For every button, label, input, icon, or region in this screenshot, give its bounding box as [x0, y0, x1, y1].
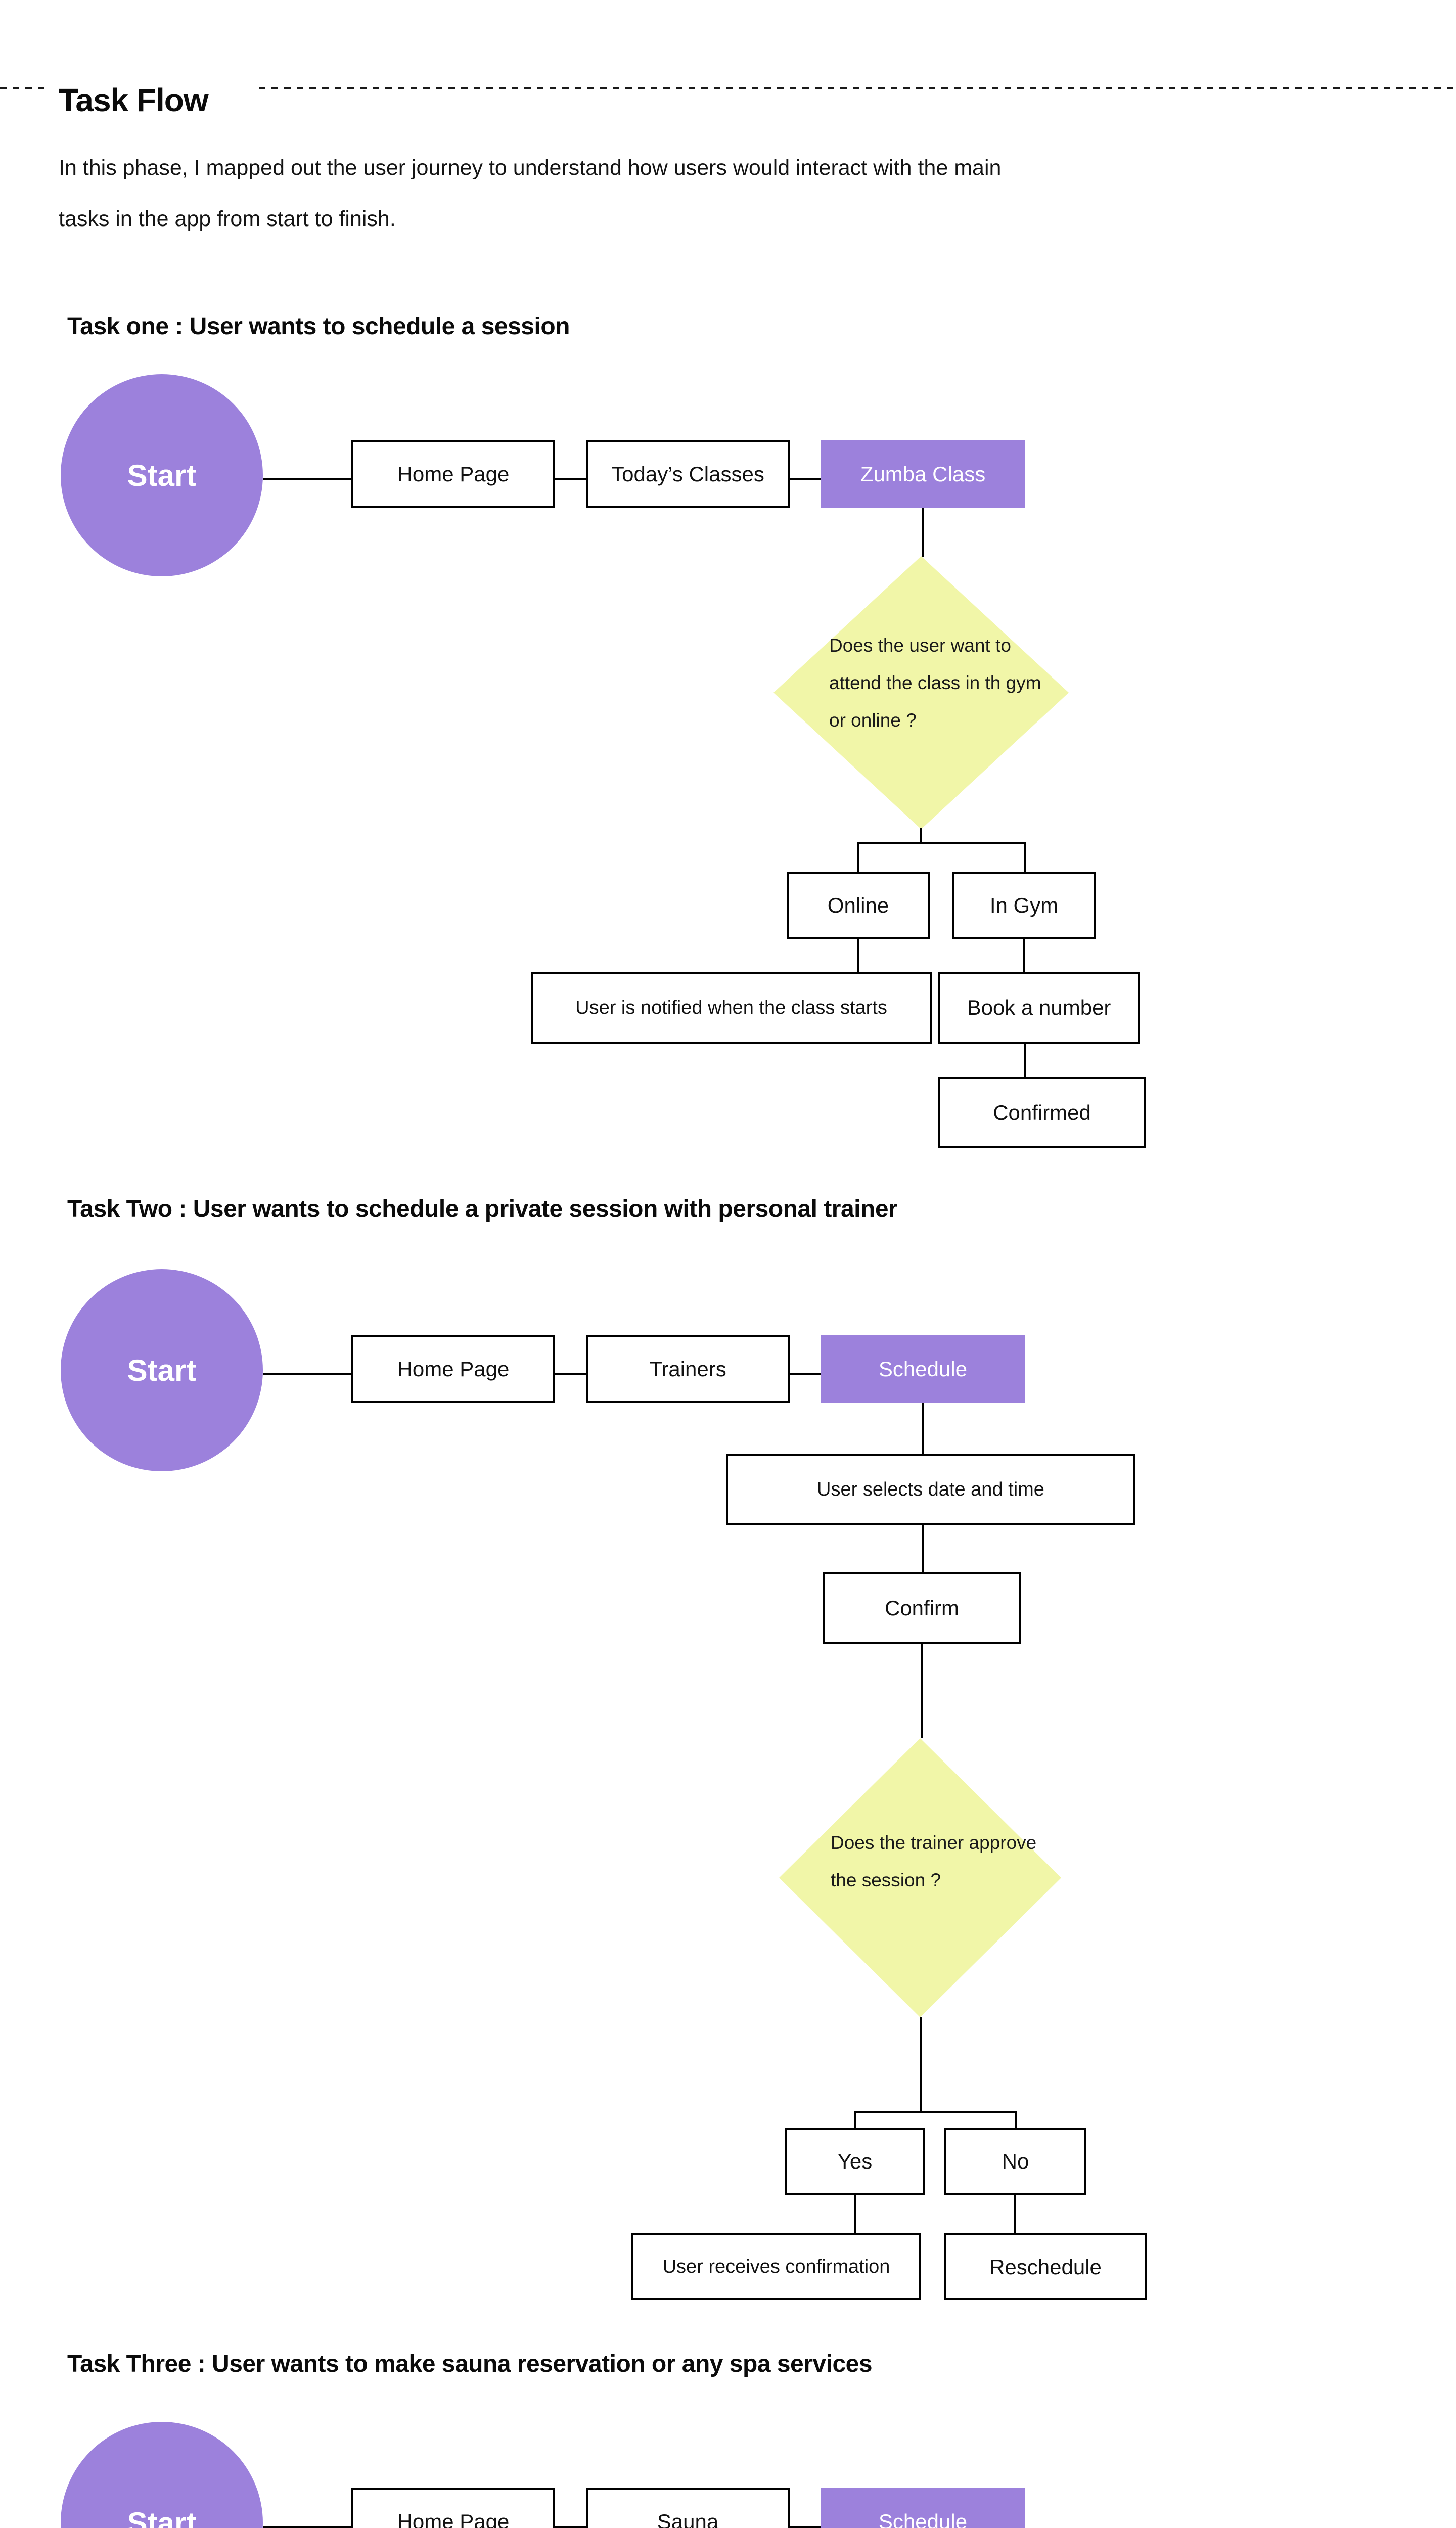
connector — [921, 1644, 923, 1738]
connector — [854, 2195, 856, 2233]
connector — [1024, 1044, 1026, 1077]
node-label: Yes — [837, 2149, 873, 2173]
connector — [922, 1525, 924, 1572]
node-label: Zumba Class — [860, 462, 986, 486]
connector — [922, 508, 924, 557]
connector — [1015, 2111, 1017, 2128]
intro-paragraph: In this phase, I mapped out the user jou… — [59, 143, 1171, 245]
node-schedule-task2: Schedule — [821, 1335, 1025, 1403]
page-title: Task Flow — [59, 81, 209, 118]
node-online: Online — [787, 872, 930, 939]
task-three-heading: Task Three : User wants to make sauna re… — [67, 2351, 873, 2377]
connector — [857, 939, 859, 972]
decision-text-task2: Does the trainer approve the session ? — [831, 1824, 1036, 1899]
node-user-notified: User is notified when the class starts — [531, 972, 932, 1044]
node-label: Reschedule — [989, 2254, 1102, 2279]
decision-line: the session ? — [831, 1870, 941, 1890]
connector — [555, 478, 586, 480]
node-label: Confirmed — [993, 1101, 1091, 1124]
node-label: Trainers — [649, 1357, 726, 1381]
node-in-gym: In Gym — [952, 872, 1096, 939]
node-home-page-task2: Home Page — [351, 1335, 555, 1403]
node-label: Confirm — [884, 1596, 960, 1620]
node-schedule-task3: Schedule — [821, 2488, 1025, 2528]
node-label: Home Page — [397, 462, 510, 486]
node-sauna: Sauna — [586, 2488, 790, 2528]
node-todays-classes: Today’s Classes — [586, 440, 790, 508]
branch-connector — [854, 2111, 1017, 2113]
connector — [790, 478, 821, 480]
node-home-page-task3: Home Page — [351, 2488, 555, 2528]
task-one-heading: Task one : User wants to schedule a sess… — [67, 313, 570, 340]
decision-line: Does the user want to — [829, 635, 1011, 656]
node-zumba-class: Zumba Class — [821, 440, 1025, 508]
node-label: Sauna — [657, 2510, 719, 2528]
node-label: Online — [827, 893, 889, 917]
start-label: Start — [127, 458, 197, 492]
start-circle-task3: Start — [61, 2422, 263, 2528]
node-book-number: Book a number — [938, 972, 1140, 1044]
connector — [555, 1373, 586, 1375]
node-label: User is notified when the class starts — [575, 997, 887, 1018]
node-label: User receives confirmation — [662, 2256, 890, 2277]
node-label: In Gym — [989, 893, 1059, 917]
decision-line: attend the class in th gym — [829, 672, 1041, 693]
connector — [555, 2526, 586, 2528]
connector — [790, 1373, 821, 1375]
decision-line: Does the trainer approve — [831, 1832, 1037, 1853]
node-label: Home Page — [397, 2510, 510, 2528]
node-confirm-task2: Confirm — [823, 1572, 1021, 1644]
node-label: Today’s Classes — [611, 462, 764, 486]
node-reschedule: Reschedule — [944, 2233, 1147, 2300]
node-home-page-task1: Home Page — [351, 440, 555, 508]
node-trainers: Trainers — [586, 1335, 790, 1403]
node-label: Schedule — [878, 1357, 968, 1381]
connector — [922, 1403, 924, 1454]
node-receives-confirmation: User receives confirmation — [631, 2233, 921, 2300]
node-confirmed: Confirmed — [938, 1077, 1146, 1148]
connector — [263, 478, 351, 480]
connector — [854, 2111, 856, 2128]
decision-text-task1: Does the user want to attend the class i… — [829, 627, 1041, 739]
start-circle-task2: Start — [61, 1269, 263, 1471]
start-label: Start — [127, 2506, 197, 2528]
connector — [790, 2526, 821, 2528]
decision-line: or online ? — [829, 710, 917, 731]
node-label: No — [1002, 2149, 1029, 2173]
connector — [920, 2017, 922, 2111]
connector — [1023, 939, 1025, 972]
node-user-selects-task2: User selects date and time — [726, 1454, 1135, 1525]
connector — [1024, 842, 1026, 872]
node-label: User selects date and time — [817, 1478, 1044, 1500]
start-label: Start — [127, 1353, 197, 1387]
branch-connector — [857, 842, 1026, 844]
node-label: Home Page — [397, 1357, 510, 1381]
connector — [1014, 2195, 1016, 2233]
node-yes: Yes — [785, 2128, 925, 2195]
intro-line-1: In this phase, I mapped out the user jou… — [59, 156, 1002, 180]
connector — [857, 842, 859, 872]
node-label: Book a number — [967, 996, 1111, 1019]
connector — [263, 1373, 351, 1375]
dashed-divider-right — [259, 87, 1456, 89]
node-no: No — [944, 2128, 1086, 2195]
connector — [920, 828, 922, 843]
connector — [263, 2526, 351, 2528]
dashed-divider-left — [0, 87, 47, 89]
intro-line-2: tasks in the app from start to finish. — [59, 207, 396, 231]
task-two-heading: Task Two : User wants to schedule a priv… — [67, 1196, 898, 1223]
node-label: Schedule — [878, 2510, 968, 2528]
start-circle-task1: Start — [61, 374, 263, 576]
